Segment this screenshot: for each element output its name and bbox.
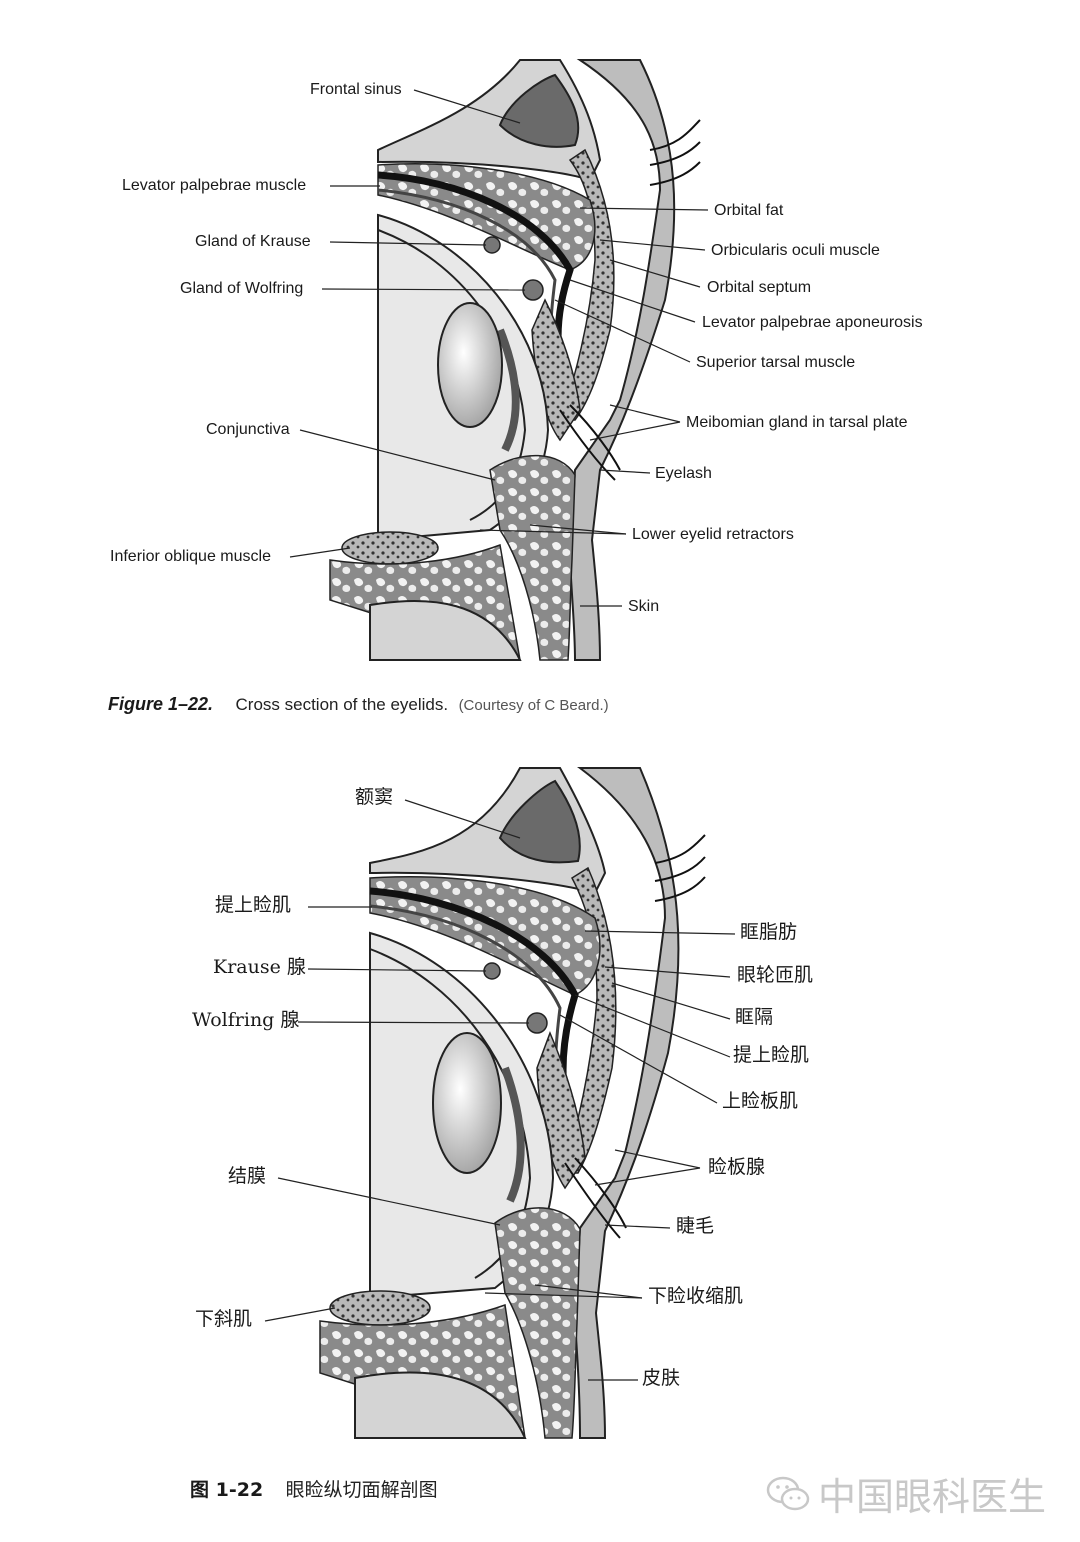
figure-english: Frontal sinus Levator palpebrae muscle G… — [0, 0, 1080, 740]
wolfring-gland-shape — [522, 279, 544, 301]
label-lower-retractors-zh: 下睑收缩肌 — [648, 1285, 744, 1307]
frontal-sinus-shape — [498, 73, 580, 148]
eyelid-cross-section-illustration-zh — [264, 767, 736, 1440]
label-conjunctiva: Conjunctiva — [206, 421, 290, 438]
label-orbital-fat-zh: 眶脂肪 — [740, 921, 798, 943]
label-meibomian-zh: 睑板腺 — [708, 1156, 766, 1178]
label-krause-gland-zh: Krause 腺 — [213, 956, 306, 978]
label-inferior-oblique-zh: 下斜肌 — [195, 1308, 253, 1330]
caption-figure-number: Figure 1–22. — [108, 694, 214, 714]
label-levator-palpebrae-aponeurosis: Levator palpebrae aponeurosis — [702, 314, 923, 331]
wolfring-gland-shape-zh — [526, 1012, 548, 1034]
krause-gland-shape — [483, 236, 501, 254]
label-conjunctiva-zh: 结膜 — [228, 1165, 267, 1187]
lower-eyelid-shape — [489, 454, 576, 661]
label-skin: Skin — [628, 598, 660, 615]
label-levator-muscle-zh: 提上睑肌 — [215, 894, 292, 916]
label-superior-tarsal-zh: 上睑板肌 — [722, 1090, 799, 1112]
lens-shape-zh — [432, 1032, 502, 1174]
label-frontal-sinus-zh: 额窦 — [355, 786, 394, 808]
label-skin-zh: 皮肤 — [642, 1367, 681, 1389]
label-orbital-septum-zh: 眶隔 — [735, 1006, 774, 1028]
watermark: 中国眼科医生 — [766, 1466, 1046, 1521]
label-eyelash-zh: 睫毛 — [676, 1215, 715, 1237]
anatomy-drawing-zh — [319, 767, 706, 1440]
lower-eyelid-shape-zh — [494, 1207, 581, 1439]
krause-gland-shape-zh — [483, 962, 501, 980]
label-orbicularis-oculi-muscle: Orbicularis oculi muscle — [711, 242, 880, 259]
anatomy-drawing — [329, 59, 701, 662]
skin-shape-zh — [573, 767, 680, 1439]
label-eyelash: Eyelash — [655, 465, 712, 482]
eyelid-cross-section-illustration — [289, 59, 709, 662]
label-orbicularis-zh: 眼轮匝肌 — [737, 964, 814, 986]
label-orbital-septum: Orbital septum — [707, 279, 812, 296]
watermark-text: 中国眼科医生 — [817, 1475, 1046, 1519]
label-wolfring-gland-zh: Wolfring 腺 — [192, 1009, 300, 1031]
caption-text-zh: 眼睑纵切面解剖图 — [285, 1479, 438, 1501]
skin-shape — [568, 59, 676, 661]
inferior-oblique-shape — [341, 531, 439, 565]
caption-text: Cross section of the eyelids. — [235, 695, 449, 714]
label-levator-aponeurosis-zh: 提上睑肌 — [733, 1044, 810, 1066]
inferior-oblique-shape-zh — [329, 1290, 431, 1326]
label-orbital-fat: Orbital fat — [714, 202, 784, 219]
label-frontal-sinus: Frontal sinus — [310, 81, 402, 98]
label-gland-of-krause: Gland of Krause — [195, 233, 311, 250]
caption-figure-number-zh: 图 1-22 — [190, 1479, 264, 1501]
wechat-icon — [766, 1476, 810, 1510]
label-lower-eyelid-retractors: Lower eyelid retractors — [632, 526, 794, 543]
frontal-sinus-shape-zh — [498, 779, 581, 864]
caption-credit: (Courtesy of C Beard.) — [458, 697, 609, 714]
figure-caption-chinese: 图 1-22 眼睑纵切面解剖图 — [190, 1475, 438, 1502]
conjunctiva-fornix — [496, 328, 520, 452]
label-inferior-oblique-muscle: Inferior oblique muscle — [110, 548, 271, 565]
label-meibomian-gland: Meibomian gland in tarsal plate — [686, 414, 908, 431]
leader-lines — [289, 89, 709, 607]
lens-shape — [437, 302, 503, 428]
label-gland-of-wolfring: Gland of Wolfring — [180, 280, 304, 297]
leader-lines-zh — [264, 799, 736, 1381]
label-superior-tarsal-muscle: Superior tarsal muscle — [696, 354, 856, 371]
label-levator-palpebrae-muscle: Levator palpebrae muscle — [122, 177, 307, 194]
figure-caption-english: Figure 1–22. Cross section of the eyelid… — [108, 694, 609, 715]
figure-chinese: 额窦 提上睑肌 Krause 腺 Wolfring 腺 结膜 下斜肌 眶脂肪 眼… — [0, 745, 1080, 1542]
